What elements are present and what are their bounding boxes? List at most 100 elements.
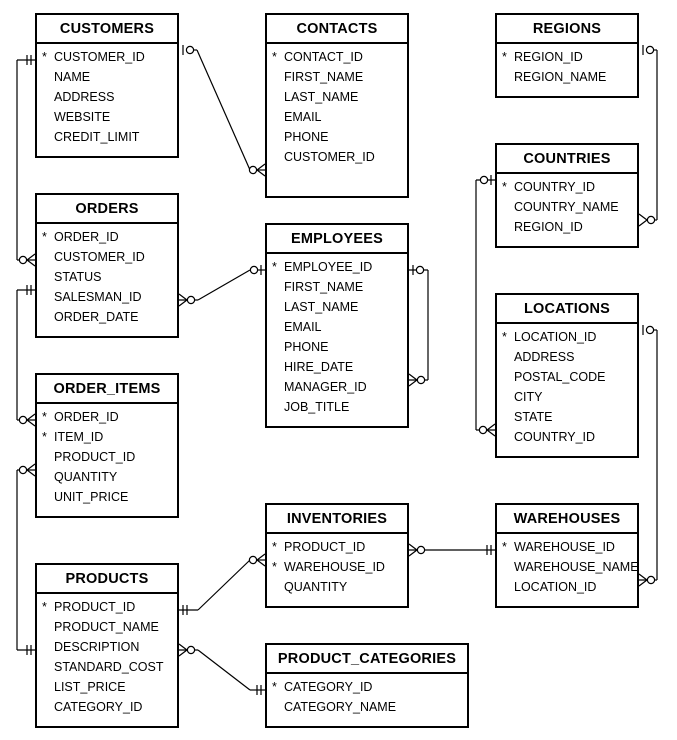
primary-key-marker: * — [42, 410, 47, 424]
column-name: REGION_ID — [514, 220, 583, 234]
column-row: * ITEM_ID — [37, 427, 177, 447]
primary-key-marker: * — [42, 50, 47, 64]
column-name: ADDRESS — [514, 350, 575, 364]
column-row: COUNTRY_ID — [497, 427, 637, 447]
column-name: REGION_ID — [514, 50, 583, 64]
column-name: WEBSITE — [54, 110, 111, 124]
column-name: CUSTOMER_ID — [54, 50, 145, 64]
column-name: FIRST_NAME — [284, 280, 364, 294]
relationship-customers-contacts — [182, 45, 266, 177]
column-row: UNIT_PRICE — [37, 487, 177, 507]
relationship-countries-locations — [475, 175, 496, 437]
column-row: CREDIT_LIMIT — [37, 127, 177, 147]
column-name: QUANTITY — [54, 470, 118, 484]
primary-key-marker: * — [42, 430, 47, 444]
primary-key-marker: * — [502, 180, 507, 194]
column-list: * COUNTRY_ID COUNTRY_NAME REGION_ID — [497, 174, 637, 237]
primary-key-marker: * — [502, 50, 507, 64]
relationship-products-inventories — [179, 553, 266, 615]
column-name: CUSTOMER_ID — [284, 150, 375, 164]
column-row: QUANTITY — [267, 577, 407, 597]
column-name: CATEGORY_NAME — [284, 700, 397, 714]
column-name: STATE — [514, 410, 553, 424]
column-row: STATE — [497, 407, 637, 427]
entity-title: CUSTOMERS — [37, 15, 177, 44]
column-name: SALESMAN_ID — [54, 290, 142, 304]
column-name: WAREHOUSE_ID — [514, 540, 615, 554]
column-name: ORDER_ID — [54, 230, 119, 244]
column-name: COUNTRY_NAME — [514, 200, 619, 214]
column-name: DESCRIPTION — [54, 640, 140, 654]
column-row: CATEGORY_NAME — [267, 697, 467, 717]
column-row: CUSTOMER_ID — [37, 247, 177, 267]
column-row: *LOCATION_ID — [497, 327, 637, 347]
column-row: * WAREHOUSE_ID — [497, 537, 637, 557]
primary-key-marker: * — [502, 330, 507, 344]
column-name: LAST_NAME — [284, 90, 359, 104]
column-name: PHONE — [284, 340, 329, 354]
column-name: WAREHOUSE_ID — [284, 560, 385, 574]
entity-title: INVENTORIES — [267, 505, 407, 534]
entity-title: CONTACTS — [267, 15, 407, 44]
column-row: FIRST_NAME — [267, 67, 407, 87]
column-name: CONTACT_ID — [284, 50, 363, 64]
column-row: QUANTITY — [37, 467, 177, 487]
column-name: LIST_PRICE — [54, 680, 126, 694]
column-row: * ORDER_ID — [37, 407, 177, 427]
primary-key-marker: * — [42, 230, 47, 244]
column-row: DESCRIPTION — [37, 637, 177, 657]
column-name: ITEM_ID — [54, 430, 104, 444]
column-list: * ORDER_ID * ITEM_ID PRODUCT_ID QUANTITY UNIT_… — [37, 404, 177, 507]
column-row: ADDRESS — [37, 87, 177, 107]
column-name: JOB_TITLE — [284, 400, 350, 414]
column-row: EMAIL — [267, 107, 407, 127]
column-name: CUSTOMER_ID — [54, 250, 145, 264]
column-row: HIRE_DATE — [267, 357, 407, 377]
column-row: *PRODUCT_ID — [37, 597, 177, 617]
relationship-employees-orders — [178, 265, 265, 307]
column-name: EMAIL — [284, 110, 322, 124]
column-name: STATUS — [54, 270, 102, 284]
primary-key-marker: * — [272, 680, 277, 694]
column-name: PRODUCT_ID — [54, 450, 136, 464]
column-name: HIRE_DATE — [284, 360, 354, 374]
column-row: * CATEGORY_ID — [267, 677, 467, 697]
column-name: ORDER_DATE — [54, 310, 139, 324]
entity-title: PRODUCT_CATEGORIES — [267, 645, 467, 674]
column-name: LAST_NAME — [284, 300, 359, 314]
relationship-warehouses-inventories — [408, 543, 495, 557]
column-row: ADDRESS — [497, 347, 637, 367]
column-name: PRODUCT_NAME — [54, 620, 159, 634]
relationship-orders-order-items — [16, 285, 36, 427]
column-name: ORDER_ID — [54, 410, 119, 424]
column-row: SALESMAN_ID — [37, 287, 177, 307]
column-row: CATEGORY_ID — [37, 697, 177, 717]
column-list: * CATEGORY_ID CATEGORY_NAME — [267, 674, 467, 717]
column-row: * ORDER_ID — [37, 227, 177, 247]
column-name: CATEGORY_ID — [284, 680, 373, 694]
column-row: WAREHOUSE_NAME — [497, 557, 639, 577]
primary-key-marker: * — [42, 600, 47, 614]
column-name: COUNTRY_ID — [514, 180, 596, 194]
column-row: LIST_PRICE — [37, 677, 177, 697]
column-row: JOB_TITLE — [267, 397, 407, 417]
column-name: UNIT_PRICE — [54, 490, 129, 504]
column-name: CREDIT_LIMIT — [54, 130, 140, 144]
column-name: COUNTRY_ID — [514, 430, 596, 444]
entity-title: REGIONS — [497, 15, 637, 44]
column-row: STANDARD_COST — [37, 657, 177, 677]
primary-key-marker: * — [502, 540, 507, 554]
